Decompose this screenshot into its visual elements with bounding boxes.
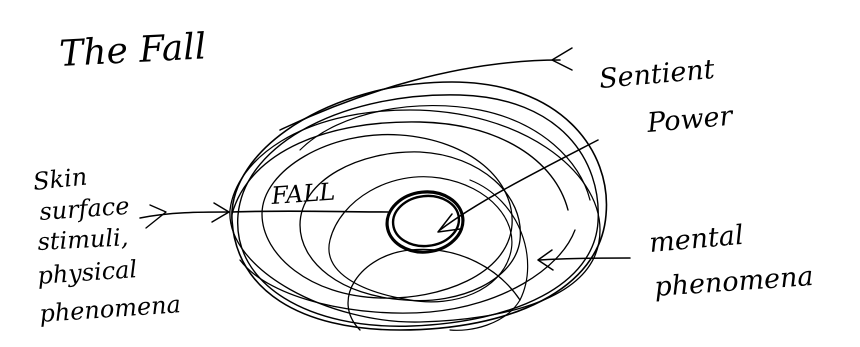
fall-label: FALL <box>269 178 336 210</box>
core-circle <box>384 188 466 256</box>
sentient-power-annotation: Sentient Power <box>280 48 736 139</box>
sentient-power-label-line1: Sentient <box>598 54 716 95</box>
diagram-title: The Fall <box>58 26 207 75</box>
mental-phenomena-annotation: mental phenomena <box>538 220 814 303</box>
mental-phenomena-label-line1: mental <box>648 220 745 259</box>
upper-swirl <box>300 106 590 200</box>
skin-label-line2: surface <box>38 192 130 226</box>
fall-line <box>232 211 388 212</box>
inner-loop-2 <box>300 152 520 301</box>
skin-surface-annotation: Skin surface stimuli, physical phenomena <box>32 162 229 328</box>
skin-label-line3: stimuli, <box>37 223 129 256</box>
sentient-power-arrowhead <box>552 48 572 70</box>
sentient-power-label-line2: Power <box>645 100 736 139</box>
skin-label-line5: phenomena <box>38 290 181 328</box>
mental-phenomena-label-line2: phenomena <box>653 261 814 303</box>
skin-label-line4: physical <box>36 255 138 290</box>
skin-surface-line <box>140 212 228 218</box>
skin-label-line1: Skin <box>32 162 89 196</box>
